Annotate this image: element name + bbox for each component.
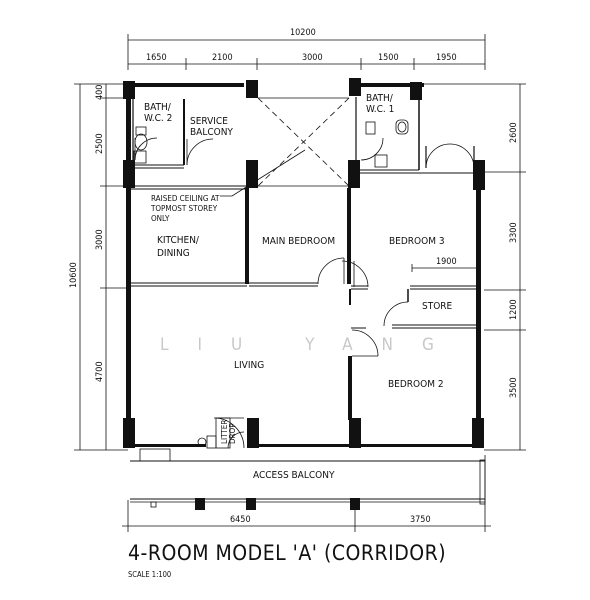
dim-bottom-1: 6450: [230, 515, 251, 525]
label-living: LIVING: [234, 360, 264, 371]
outer-walls: [126, 83, 481, 448]
drawing-scale: SCALE 1:100: [128, 570, 171, 579]
label-bath2-line2: W.C. 2: [144, 113, 172, 124]
dim-right-2: 3300: [509, 222, 519, 243]
dim-left-2: 2500: [95, 133, 105, 154]
dim-left-3: 3000: [95, 229, 105, 250]
label-litter-drop-line1: LITTER: [220, 420, 229, 444]
dim-top-5: 1950: [436, 53, 457, 63]
dim-right-4: 3500: [509, 377, 519, 398]
label-bath2-line1: BATH/: [144, 102, 172, 113]
structural-columns: [123, 78, 485, 448]
label-main-bedroom: MAIN BEDROOM: [262, 236, 335, 247]
label-kitchen-line2: DINING: [157, 248, 190, 259]
litter-drop-chute: [197, 417, 231, 449]
label-store: STORE: [422, 301, 453, 312]
dim-right-3: 1200: [509, 299, 519, 320]
dim-right-1: 2600: [509, 122, 519, 143]
drawing-title: 4-ROOM MODEL 'A' (CORRIDOR): [128, 541, 446, 565]
label-bath1-line1: BATH/: [366, 93, 394, 104]
right-dimension-lines: [420, 83, 526, 451]
label-bedroom-2: BEDROOM 2: [388, 379, 444, 390]
bottom-dimension-lines: [122, 455, 491, 532]
dim-left-4: 4700: [95, 361, 105, 382]
label-service-line2: BALCONY: [190, 127, 233, 138]
label-raised-line2: TOPMOST STOREY: [150, 204, 218, 213]
dim-top-3: 3000: [302, 53, 323, 63]
watermark-text: LIU YANG: [160, 335, 463, 355]
label-bath1-line2: W.C. 1: [366, 104, 394, 115]
label-access-balcony: ACCESS BALCONY: [253, 470, 335, 481]
dim-top-2: 2100: [212, 53, 233, 63]
label-raised-line1: RAISED CEILING AT: [151, 194, 220, 203]
dim-top-total: 10200: [290, 28, 316, 38]
label-raised-line3: ONLY: [151, 214, 170, 223]
label-service-line1: SERVICE: [190, 116, 228, 127]
dim-left-1: 400: [95, 85, 105, 100]
top-dimension-lines: [127, 34, 486, 70]
dim-top-1: 1650: [146, 53, 167, 63]
label-kitchen-line1: KITCHEN/: [157, 235, 200, 246]
dim-top-4: 1500: [378, 53, 399, 63]
dim-bottom-2: 3750: [410, 515, 431, 525]
sanitary-fixtures: [133, 119, 409, 168]
dim-left-total: 10600: [69, 262, 79, 288]
dim-inner-1900: 1900: [436, 257, 457, 267]
access-balcony-parapet: [130, 448, 486, 510]
label-bedroom-3: BEDROOM 3: [389, 236, 445, 247]
label-litter-drop-line2: DROP: [228, 423, 237, 444]
inner-walls: [130, 96, 476, 420]
raised-ceiling-area: [220, 97, 350, 197]
door-swings: [134, 137, 476, 449]
